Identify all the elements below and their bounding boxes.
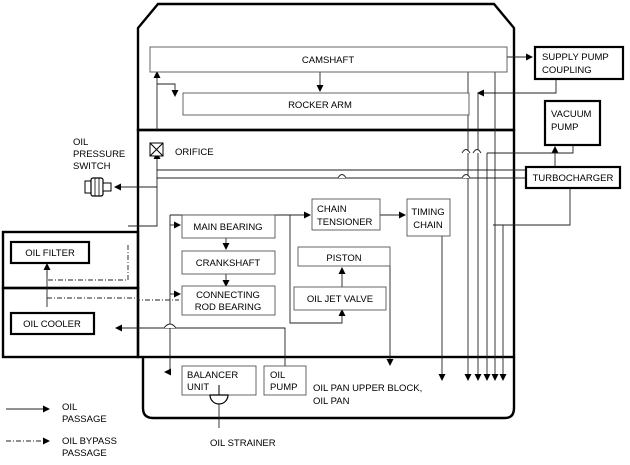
oil-cooler-box bbox=[9, 311, 96, 336]
oil-strainer-label: OIL STRAINER bbox=[210, 438, 276, 449]
chain-tensioner-label-2: TENSIONER bbox=[317, 217, 373, 228]
rocker-arm-label: ROCKER ARM bbox=[288, 100, 352, 111]
connecting-rod-bearing-label-2: ROD BEARING bbox=[195, 302, 262, 313]
camshaft-box bbox=[149, 46, 508, 73]
oil-pump-label-1: OIL bbox=[270, 370, 285, 381]
oil-jet-valve-box bbox=[293, 286, 387, 311]
vacuum-pump-box bbox=[543, 99, 602, 147]
oil-pump-box bbox=[263, 365, 307, 396]
crossing-humps bbox=[163, 149, 482, 329]
oil-pan-label-1: OIL PAN UPPER BLOCK, bbox=[313, 383, 422, 394]
balancer-unit-label-1: BALANCER bbox=[187, 370, 238, 381]
timing-chain-label-1: TIMING bbox=[411, 207, 444, 218]
oil-filter-box bbox=[9, 240, 91, 265]
oil-jet-valve-label: OIL JET VALVE bbox=[307, 294, 373, 305]
piston-box bbox=[297, 246, 391, 267]
chain-tensioner-box bbox=[311, 198, 381, 231]
timing-chain-label-2: CHAIN bbox=[413, 220, 443, 231]
main-bearing-box bbox=[181, 214, 276, 239]
oil-bypass-passages bbox=[46, 245, 179, 301]
oil-pressure-switch-label-3: SWITCH bbox=[73, 161, 111, 172]
orifice-icon bbox=[149, 142, 164, 157]
connecting-rod-bearing-box bbox=[181, 285, 276, 316]
rocker-arm-box bbox=[182, 92, 470, 116]
main-bearing-label: MAIN BEARING bbox=[193, 222, 262, 233]
oil-pump-label-2: PUMP bbox=[270, 382, 297, 393]
supply-pump-coupling-label-1: SUPPLY PUMP bbox=[542, 52, 609, 63]
legend-oil-passage-label-1: OIL bbox=[62, 402, 77, 413]
oil-pressure-switch-label-1: OIL bbox=[73, 137, 88, 148]
turbocharger-label: TURBOCHARGER bbox=[533, 173, 614, 184]
legend-oil-bypass-label-1: OIL BYPASS bbox=[62, 436, 117, 447]
oil-pressure-switch-icon bbox=[84, 177, 112, 197]
oil-cooler-label: OIL COOLER bbox=[23, 319, 81, 330]
vacuum-pump-label-2: PUMP bbox=[551, 122, 578, 133]
crankshaft-label: CRANKSHAFT bbox=[196, 258, 261, 269]
oil-filter-label: OIL FILTER bbox=[25, 248, 75, 259]
supply-pump-coupling-box bbox=[533, 45, 625, 81]
oil-pressure-switch-label-2: PRESSURE bbox=[73, 149, 125, 160]
connecting-rod-bearing-label-1: CONNECTING bbox=[196, 290, 260, 301]
legend-oil-passage-label-2: PASSAGE bbox=[62, 414, 107, 425]
oil-strainer-icon bbox=[209, 385, 229, 428]
legend-oil-bypass-label-2: PASSAGE bbox=[62, 448, 107, 459]
supply-pump-coupling-label-2: COUPLING bbox=[542, 65, 592, 76]
vacuum-pump-label-1: VACUUM bbox=[551, 109, 592, 120]
chain-tensioner-label-1: CHAIN bbox=[317, 204, 347, 215]
legend: OIL PASSAGE OIL BYPASS PASSAGE bbox=[6, 402, 117, 459]
timing-chain-box bbox=[406, 198, 451, 237]
cooler-housing bbox=[1, 286, 140, 359]
camshaft-label: CAMSHAFT bbox=[302, 55, 354, 66]
orifice-label: ORIFICE bbox=[175, 147, 214, 158]
crankshaft-box bbox=[181, 250, 276, 275]
balancer-unit-label-2: UNIT bbox=[187, 382, 209, 393]
piston-label: PISTON bbox=[326, 253, 361, 264]
turbocharger-box bbox=[524, 165, 622, 190]
oil-pan-outline bbox=[141, 357, 516, 420]
oil-pan-label-2: OIL PAN bbox=[313, 396, 350, 407]
